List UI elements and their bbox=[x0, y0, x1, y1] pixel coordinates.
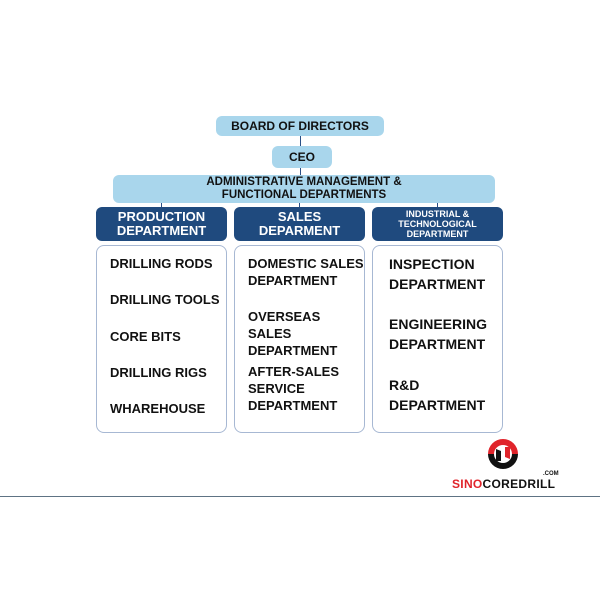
sales-title-line1: SALES bbox=[277, 209, 322, 225]
item-line: DEPARTMENT bbox=[389, 397, 486, 413]
production-card: DRILLING RODS DRILLING TOOLS CORE BITS D… bbox=[96, 245, 227, 433]
admin-label-line1: ADMINISTRATIVE MANAGEMENT & bbox=[206, 176, 402, 188]
item-line: DEPARTMENT bbox=[248, 343, 338, 358]
list-item: INSPECTION DEPARTMENT bbox=[389, 254, 485, 294]
connector-admin-production bbox=[161, 202, 162, 208]
item-line: DEPARTMENT bbox=[248, 398, 338, 413]
item-line: DOMESTIC SALES bbox=[248, 256, 364, 271]
production-department-header: PRODUCTION DEPARTMENT bbox=[96, 207, 227, 241]
list-item: R&D DEPARTMENT bbox=[389, 375, 485, 415]
sinocoredrill-logo: .COM SINOCOREDRILL bbox=[450, 437, 570, 491]
industrial-title-line2: TECHNOLOGICAL bbox=[398, 219, 477, 229]
list-item: DOMESTIC SALES DEPARTMENT bbox=[248, 255, 364, 289]
sales-card: DOMESTIC SALES DEPARTMENT OVERSEAS SALES… bbox=[234, 245, 365, 433]
list-item: CORE BITS bbox=[110, 329, 181, 344]
item-line: R&D bbox=[389, 377, 420, 393]
connector-admin-industrial bbox=[437, 202, 438, 208]
connector-admin-sales bbox=[299, 202, 300, 208]
production-title-line2: DEPARTMENT bbox=[116, 223, 207, 238]
logo-brand-red: SINO bbox=[452, 477, 483, 491]
item-line: DEPARTMENT bbox=[389, 276, 486, 292]
industrial-title-line1: INDUSTRIAL & bbox=[405, 209, 470, 219]
item-line: ENGINEERING bbox=[389, 316, 488, 332]
connector-ceo-admin bbox=[300, 168, 301, 176]
logo-brand-dark: COREDRILL bbox=[482, 477, 556, 491]
admin-label-line2: FUNCTIONAL DEPARTMENTS bbox=[221, 189, 387, 201]
list-item: DRILLING RIGS bbox=[110, 365, 207, 380]
ceo-box: CEO bbox=[272, 146, 332, 168]
item-line: INSPECTION bbox=[389, 256, 475, 272]
industrial-title-line3: DEPARTMENT bbox=[406, 229, 469, 239]
list-item: DRILLING TOOLS bbox=[110, 292, 220, 307]
board-of-directors-box: BOARD OF DIRECTORS bbox=[216, 116, 384, 136]
list-item: OVERSEAS SALES DEPARTMENT bbox=[248, 308, 364, 359]
ceo-label: CEO bbox=[288, 150, 315, 164]
item-line: DEPARTMENT bbox=[248, 273, 338, 288]
sales-department-header: SALES DEPARMENT bbox=[234, 207, 365, 241]
industrial-department-header: INDUSTRIAL & TECHNOLOGICAL DEPARTMENT bbox=[372, 207, 503, 241]
logo-wordmark: SINOCOREDRILL bbox=[452, 477, 555, 491]
sales-title-line2: DEPARMENT bbox=[258, 223, 341, 238]
industrial-card: INSPECTION DEPARTMENT ENGINEERING DEPART… bbox=[372, 245, 503, 433]
admin-management-box: ADMINISTRATIVE MANAGEMENT & FUNCTIONAL D… bbox=[113, 175, 495, 203]
item-line: SERVICE bbox=[248, 381, 305, 396]
logo-suffix: .COM bbox=[543, 471, 559, 477]
connector-board-ceo bbox=[300, 136, 301, 146]
list-item: AFTER-SALES SERVICE DEPARTMENT bbox=[248, 363, 339, 414]
logo-emblem-icon bbox=[488, 439, 518, 469]
board-label: BOARD OF DIRECTORS bbox=[231, 119, 369, 133]
production-title-line1: PRODUCTION bbox=[117, 209, 206, 225]
list-item: DRILLING RODS bbox=[110, 256, 213, 271]
item-line: DEPARTMENT bbox=[389, 336, 486, 352]
list-item: ENGINEERING DEPARTMENT bbox=[389, 314, 487, 354]
bottom-divider bbox=[0, 496, 600, 497]
list-item: WHAREHOUSE bbox=[110, 401, 206, 416]
item-line: OVERSEAS SALES bbox=[248, 309, 321, 341]
item-line: AFTER-SALES bbox=[248, 364, 339, 379]
